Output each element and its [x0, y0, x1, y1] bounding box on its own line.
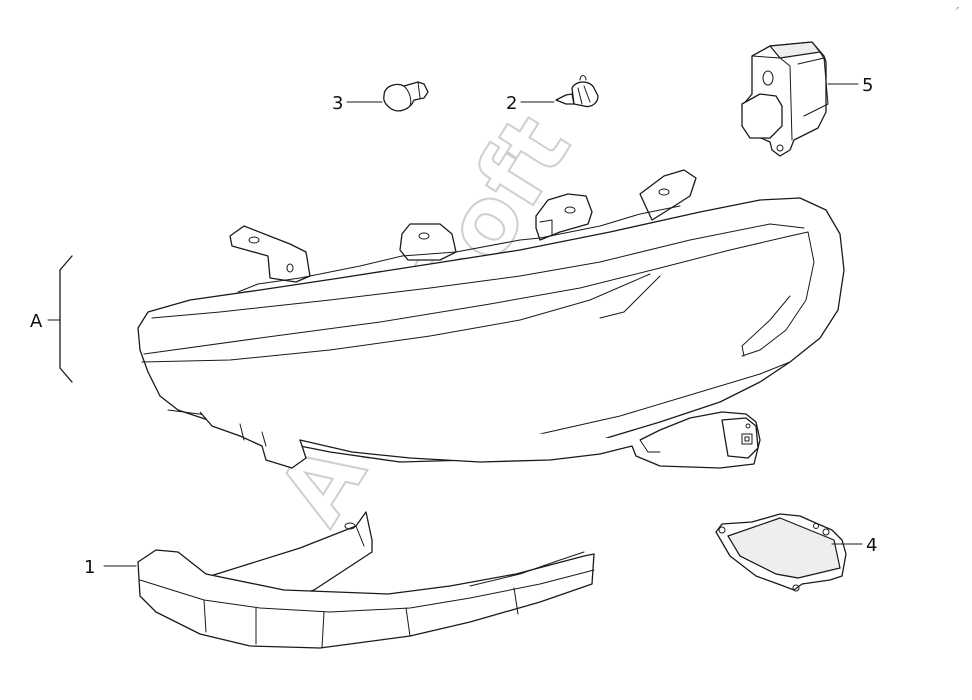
callout-4: 4: [866, 535, 877, 556]
headlamp-assembly: [137, 169, 845, 469]
bulb-part-2: [555, 75, 599, 108]
callout-1: 1: [84, 557, 95, 578]
callout-3: 3: [332, 93, 343, 114]
corner-mark: ↗: [955, 6, 959, 12]
driver-module-part-4: [715, 513, 847, 592]
callout-5: 5: [862, 75, 873, 96]
control-module-part-5: [741, 41, 829, 157]
bulb-part-3: [383, 81, 429, 112]
callout-a: A: [30, 311, 43, 332]
assembly-bracket: [59, 255, 73, 383]
trim-part-1: [137, 511, 595, 649]
callout-2: 2: [506, 93, 517, 114]
